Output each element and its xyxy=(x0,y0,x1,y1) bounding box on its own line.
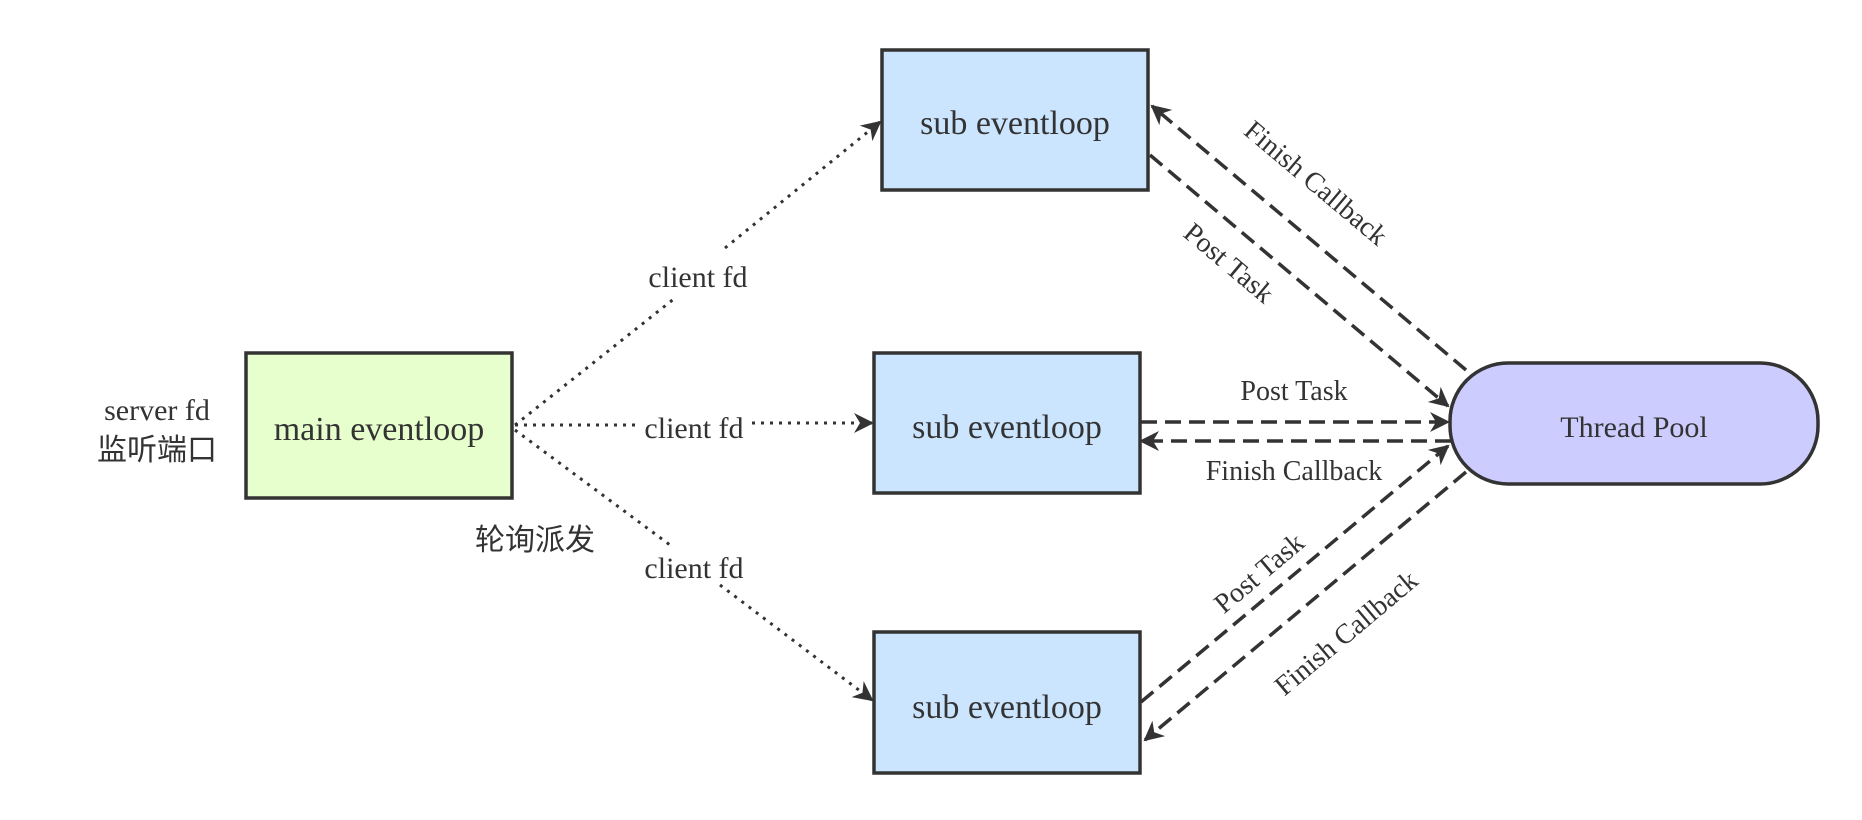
client-fd-label-bottom: client fd xyxy=(644,552,743,585)
listen-port-label: 监听端口 xyxy=(97,433,217,468)
bottom-finish-callback-edge xyxy=(1143,470,1468,742)
bottom-finish-callback-label: Finish Callback xyxy=(1269,565,1424,702)
top-post-task-label: Post Task xyxy=(1177,217,1279,310)
sub-eventloop-bottom-box xyxy=(872,630,1142,775)
top-post-task-edge xyxy=(1148,153,1450,408)
sub-eventloop-top-label: sub eventloop xyxy=(920,105,1110,142)
thread-pool-box xyxy=(1448,361,1820,486)
main-eventloop-box xyxy=(244,351,514,500)
sub-eventloop-mid-label: sub eventloop xyxy=(912,409,1102,446)
sub-eventloop-mid-node[interactable]: sub eventloop xyxy=(872,351,1142,495)
thread-pool-node[interactable]: Thread Pool xyxy=(1448,361,1820,486)
client-fd-label-top: client fd xyxy=(648,261,747,294)
main-eventloop-node[interactable]: main eventloop xyxy=(244,351,514,500)
top-finish-callback-label: Finish Callback xyxy=(1238,115,1393,252)
mid-finish-callback-label: Finish Callback xyxy=(1206,456,1383,487)
client-fd-edge-mid xyxy=(515,413,874,433)
main-eventloop-label: main eventloop xyxy=(274,411,485,448)
client-fd-edge-top xyxy=(514,120,882,427)
sub-eventloop-top-box xyxy=(880,48,1150,192)
sub-eventloop-bottom-node[interactable]: sub eventloop xyxy=(872,630,1142,775)
mid-post-task-label: Post Task xyxy=(1240,376,1347,407)
client-fd-label-mid: client fd xyxy=(644,412,743,445)
sub-eventloop-top-node[interactable]: sub eventloop xyxy=(880,48,1150,192)
top-finish-callback-edge xyxy=(1150,104,1468,372)
bottom-post-task-edge xyxy=(1139,444,1450,704)
thread-pool-label: Thread Pool xyxy=(1560,411,1707,444)
server-fd-label: server fd xyxy=(104,394,210,427)
sub-eventloop-mid-box xyxy=(872,351,1142,495)
sub-eventloop-bottom-label: sub eventloop xyxy=(912,689,1102,726)
round-robin-label: 轮询派发 xyxy=(475,523,595,558)
